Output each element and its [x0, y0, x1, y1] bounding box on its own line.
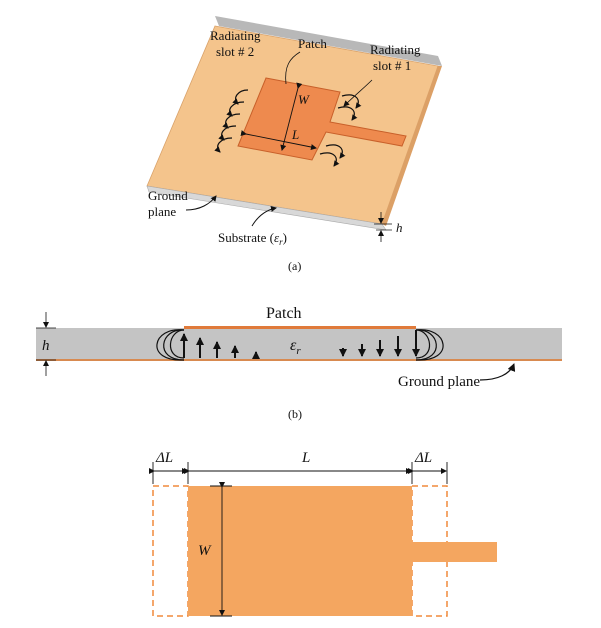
ground-label-line2: plane: [148, 204, 176, 219]
substrate-label: Substrate (εr): [218, 230, 287, 247]
slot1-label-line1: Radiating: [370, 42, 421, 57]
panel-a-h-label: h: [396, 220, 403, 235]
left-fringe-extension: [152, 485, 189, 617]
slot2-fringing-fields: [214, 89, 249, 153]
panel-c-delta-l-right: ΔL: [414, 450, 432, 466]
panel-c-w-label: W: [198, 543, 212, 559]
slot1-fringing-fields: [319, 94, 362, 167]
top-view-feed-line: [412, 542, 497, 562]
top-view-patch: [188, 486, 412, 616]
panel-b-patch-label: Patch: [266, 305, 302, 322]
slot2-label-line2: slot # 2: [216, 44, 254, 59]
right-fringing-loops: [415, 329, 444, 361]
panel-b-cross-section: Patch εr h Ground plane (b): [36, 305, 562, 421]
panel-c-delta-l-left: ΔL: [155, 450, 173, 466]
slot1-label-leader: [343, 79, 373, 107]
substrate-pointer: [251, 206, 277, 227]
panel-a-3d-view: Radiating slot # 2 Patch Radiating slot …: [146, 16, 442, 273]
ground-plane-pointer: [185, 195, 217, 211]
cross-section-patch: [184, 326, 416, 329]
slot2-label-line1: Radiating: [210, 28, 261, 43]
patch-l-dimension-line: [240, 130, 317, 150]
field-arrows-up: [180, 333, 260, 359]
panel-c-l-label: L: [301, 450, 310, 466]
panel-c-top-view: ΔL L ΔL W: [149, 450, 497, 617]
panel-c-dimension-lines: [149, 462, 448, 617]
panel-b-h-dimension: [36, 312, 56, 376]
substrate-right-face: [382, 66, 442, 226]
panel-a-h-dimension: [374, 212, 392, 242]
patch-l-label: L: [291, 127, 299, 142]
panel-b-ground-label: Ground plane: [398, 374, 480, 390]
patch-label: Patch: [298, 36, 327, 51]
panel-b-h-label: h: [42, 338, 50, 354]
panel-b-ground-pointer: [479, 363, 516, 381]
ground-plane-back-edge: [215, 16, 442, 66]
cross-section-substrate: [36, 328, 562, 360]
panel-b-caption: (b): [288, 407, 302, 421]
ground-label-line1: Ground: [148, 188, 188, 203]
field-arrows-down: [339, 330, 420, 357]
cross-section-ground: [36, 359, 562, 361]
left-fringing-loops: [156, 329, 185, 361]
panel-a-caption: (a): [288, 259, 301, 273]
patch-w-label: W: [298, 92, 310, 107]
slot1-label-line2: slot # 1: [373, 58, 411, 73]
patch-label-leader: [285, 51, 301, 85]
panel-b-eps-label: εr: [290, 337, 301, 357]
